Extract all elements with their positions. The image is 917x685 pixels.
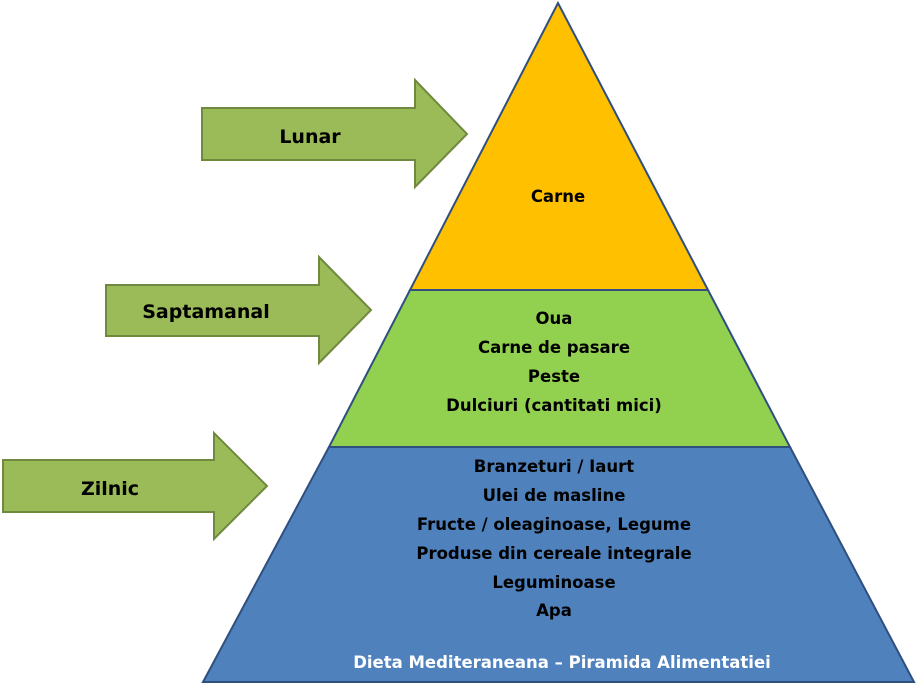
tier-top-item: Carne bbox=[531, 187, 585, 206]
arrow-label-zilnic: Zilnic bbox=[81, 478, 139, 500]
arrow-label-saptamanal: Saptamanal bbox=[142, 301, 270, 323]
tier-middle-item: Carne de pasare bbox=[478, 338, 630, 357]
tier-bottom-item: Ulei de masline bbox=[483, 486, 626, 505]
pyramid-tier-bottom bbox=[201, 446, 916, 683]
tier-bottom-item: Produse din cereale integrale bbox=[416, 544, 691, 563]
tier-bottom-item: Apa bbox=[536, 601, 572, 620]
pyramid-caption: Dieta Mediteraneana – Piramida Alimentat… bbox=[353, 653, 771, 672]
arrow-saptamanal bbox=[105, 254, 373, 366]
arrow-label-lunar: Lunar bbox=[279, 126, 341, 148]
arrow-zilnic bbox=[2, 430, 269, 542]
tier-middle-item: Peste bbox=[528, 367, 580, 386]
tier-bottom-item: Branzeturi / Iaurt bbox=[474, 457, 634, 476]
tier-middle-item: Dulciuri (cantitati mici) bbox=[446, 396, 662, 415]
arrow-lunar bbox=[201, 77, 469, 190]
tier-bottom-item: Leguminoase bbox=[492, 573, 615, 592]
tier-bottom-item: Fructe / oleaginoase, Legume bbox=[417, 515, 691, 534]
tier-middle-item: Oua bbox=[536, 309, 573, 328]
